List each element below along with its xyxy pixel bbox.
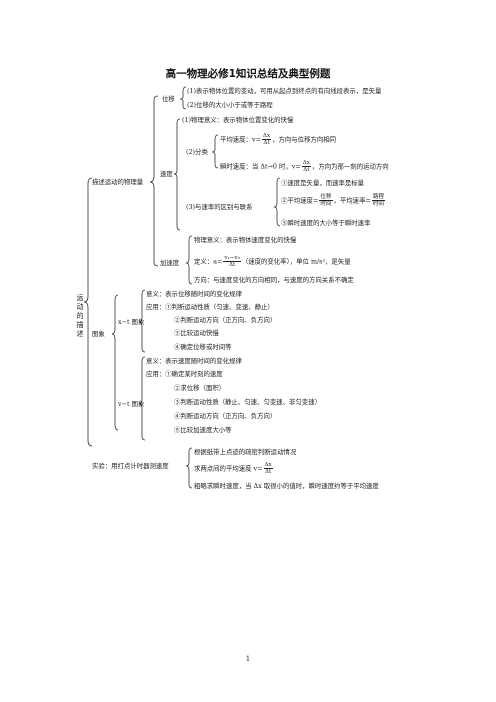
acc-def-prefix: 定义：a= bbox=[194, 257, 223, 266]
frac-num: 位移 bbox=[319, 194, 333, 201]
avg-velocity-prefix: 平均速度：v= bbox=[220, 135, 261, 144]
frac-num: 路程 bbox=[371, 194, 386, 201]
xt-app-3: ③比较运动快慢 bbox=[174, 329, 219, 337]
acceleration-direction: 方向：与速度变化的方向相同，与速度的方向关系不确定 bbox=[194, 276, 354, 284]
root-label-text: 运动的描述 bbox=[76, 294, 84, 338]
vt-app-5: ⑤比较加速度大小等 bbox=[174, 426, 232, 434]
frac-den: Δt bbox=[303, 167, 310, 173]
frac-den: Δt bbox=[263, 140, 270, 146]
frac-den: 时间 bbox=[320, 201, 332, 207]
compare-item-1: ①速度是矢量，而速率是标量 bbox=[281, 179, 365, 187]
root-label: 运动的描述 bbox=[76, 294, 84, 339]
compare-2-prefix: ②平均速度= bbox=[281, 196, 319, 205]
displacement-item-2: (2)位移的大小小于或等于路程 bbox=[187, 101, 273, 109]
compare-fraction-1: 位移时间 bbox=[319, 194, 333, 207]
vt-meaning: 意义：表示速度随时间的变化规律 bbox=[146, 357, 242, 365]
vt-app-3: ③判断运动性质（静止、匀速、匀变速、非匀变速） bbox=[174, 398, 321, 406]
branch-experiment-label: 实验：用打点计时器测速度 bbox=[92, 462, 169, 470]
inst-velocity-suffix: ，方向为那一刻的运动方向 bbox=[311, 162, 389, 171]
compare-fraction-2: 路程时间 bbox=[371, 194, 386, 207]
frac-num: Δx bbox=[263, 462, 273, 469]
avg-velocity-suffix: ，方向与位移方向相同 bbox=[272, 135, 337, 144]
vt-app-2: ②求位移（面积） bbox=[174, 384, 226, 392]
page-title: 高一物理必修1知识总结及典型例题 bbox=[165, 68, 331, 80]
xt-app-2: ②判断运动方向（正方向、负方向） bbox=[174, 316, 277, 324]
displacement-item-1: (1)表示物体位置的变动，可用从起点到终点的有向线段表示，是矢量 bbox=[187, 87, 382, 95]
branch-physical-label: 描述运动的物理量 bbox=[92, 178, 144, 186]
compare-2-mid: ，平均速率= bbox=[333, 196, 371, 205]
vt-app-title: 应用：①确定某时刻的速度 bbox=[146, 370, 223, 378]
xt-graph-label: x−t 图象 bbox=[118, 318, 145, 326]
experiment-item-1: 根据纸带上点迹的疏密判断运动情况 bbox=[194, 448, 297, 456]
xt-app-4: ④确定位移或时间等 bbox=[174, 343, 232, 351]
frac-num: Δx bbox=[261, 133, 272, 140]
xt-app-title: 应用：①判断运动性质（匀速、变速、静止） bbox=[146, 303, 274, 311]
velocity-classify-label: (2)分类 bbox=[186, 148, 208, 156]
compare-item-2: ②平均速度=位移时间，平均速率=路程时间 bbox=[281, 194, 386, 207]
vt-app-4: ④判断运动方向（正方向、负方向） bbox=[174, 412, 277, 420]
frac-den: Δt bbox=[228, 262, 236, 268]
frac-den: Δt bbox=[264, 469, 272, 475]
velocity-compare-label: (3)与速率的区别与联系 bbox=[186, 203, 253, 211]
compare-item-3: ③瞬时速度的大小等于瞬时速率 bbox=[281, 219, 371, 227]
displacement-label: 位移 bbox=[162, 95, 175, 103]
frac-den: 时间 bbox=[372, 201, 385, 207]
xt-meaning: 意义：表示位移随时间的变化规律 bbox=[146, 290, 242, 298]
acceleration-meaning: 物理意义：表示物体速度变化的快慢 bbox=[194, 236, 297, 244]
inst-velocity-prefix: 瞬时速度：当 Δt→0 时，v= bbox=[220, 162, 301, 171]
velocity-meaning: (1)物理意义：表示物体位置变化的快慢 bbox=[182, 116, 294, 124]
acc-def-suffix: （速度的变化率），单位 m/s²，是矢量 bbox=[241, 257, 351, 266]
frac-num: v₁−v₀ bbox=[223, 255, 241, 262]
acceleration-label: 加速度 bbox=[160, 259, 180, 267]
branch-graph-label: 图象 bbox=[92, 330, 105, 338]
exp-2-prefix: 求两点间的平均速度 v= bbox=[194, 464, 263, 473]
vt-graph-label: v−t 图象 bbox=[118, 400, 145, 408]
page-number: 1 bbox=[245, 655, 251, 663]
experiment-item-3: 粗略求瞬时速度，当 Δx 取很小的值时，瞬时速度约等于平均速度 bbox=[194, 482, 379, 490]
frac-num: Δx bbox=[301, 160, 311, 167]
velocity-label: 速度 bbox=[160, 170, 173, 178]
